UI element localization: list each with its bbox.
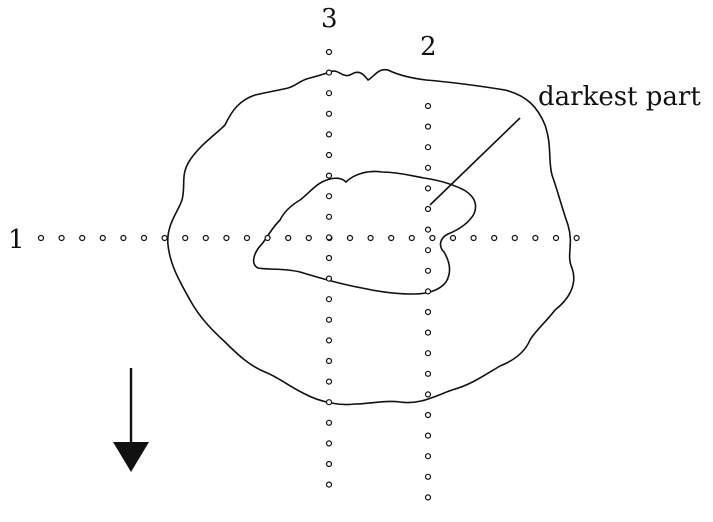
sample-point xyxy=(325,151,333,159)
sample-point xyxy=(325,419,333,426)
sample-point xyxy=(346,234,354,242)
sample-point xyxy=(424,350,432,357)
sample-point xyxy=(140,234,148,242)
sample-point xyxy=(37,234,45,242)
sample-point xyxy=(58,234,65,242)
sample-point xyxy=(325,378,333,385)
darkest-part-label: darkest part xyxy=(538,82,701,112)
inner-darkest-region xyxy=(252,170,477,295)
sample-point xyxy=(424,411,432,419)
sample-point xyxy=(325,110,333,117)
outer-contour xyxy=(167,68,575,406)
sample-point xyxy=(424,205,432,213)
sample-point xyxy=(264,234,271,242)
sample-point xyxy=(367,234,374,242)
sample-point xyxy=(325,48,333,56)
sampling-line-3 xyxy=(325,48,333,488)
sample-point xyxy=(424,308,432,316)
sample-point xyxy=(161,234,168,242)
sample-point xyxy=(424,267,432,274)
sample-point xyxy=(243,234,251,242)
sample-point xyxy=(408,234,415,242)
sample-point xyxy=(325,90,333,97)
sample-point xyxy=(449,234,457,242)
sample-point xyxy=(424,329,432,336)
sample-point xyxy=(424,288,432,295)
sample-point xyxy=(325,296,333,303)
sample-point xyxy=(325,234,333,241)
sample-point xyxy=(325,316,333,323)
sample-point xyxy=(424,144,432,151)
sample-point xyxy=(424,102,432,110)
sample-point xyxy=(325,213,333,220)
sample-point xyxy=(552,234,560,242)
sample-point xyxy=(511,234,518,242)
sample-point xyxy=(424,453,432,460)
sample-point xyxy=(532,234,539,242)
sample-point xyxy=(491,234,498,242)
line-3-label: 3 xyxy=(321,4,338,34)
sample-point xyxy=(120,234,127,242)
sample-point xyxy=(424,226,432,233)
sampling-line-2 xyxy=(424,102,432,501)
sample-point xyxy=(79,234,86,242)
sample-point xyxy=(325,172,333,179)
sample-point xyxy=(429,234,436,242)
sample-point xyxy=(99,234,106,242)
sample-point xyxy=(223,234,230,242)
sample-point xyxy=(202,234,209,242)
sample-point xyxy=(573,234,580,242)
line-2-label: 2 xyxy=(420,32,437,62)
sampling-line-1 xyxy=(37,234,580,242)
sample-point xyxy=(424,391,432,398)
sample-point xyxy=(305,234,312,242)
darkest-part-leader-line xyxy=(429,117,521,206)
sample-point xyxy=(325,275,333,282)
sample-point xyxy=(325,254,333,262)
sample-point xyxy=(325,440,333,447)
line-1-label: 1 xyxy=(8,225,25,255)
sample-point xyxy=(325,69,333,76)
sample-point xyxy=(325,399,333,406)
sample-point xyxy=(285,234,292,242)
sample-point xyxy=(470,234,477,242)
sample-point xyxy=(424,185,432,192)
sample-point xyxy=(424,164,432,171)
sample-point xyxy=(325,337,333,344)
sample-point xyxy=(424,370,432,377)
sample-point xyxy=(424,247,432,254)
sample-point xyxy=(325,481,333,488)
sample-point xyxy=(325,460,333,468)
sample-point xyxy=(325,131,333,138)
sample-point xyxy=(325,193,333,200)
down-arrow-icon xyxy=(113,368,149,472)
sample-point xyxy=(424,473,432,480)
sample-point xyxy=(424,494,432,501)
sample-point xyxy=(325,357,333,365)
sample-point xyxy=(388,234,395,242)
sample-point xyxy=(424,432,432,439)
sample-point xyxy=(182,234,189,242)
sample-point xyxy=(424,123,432,130)
